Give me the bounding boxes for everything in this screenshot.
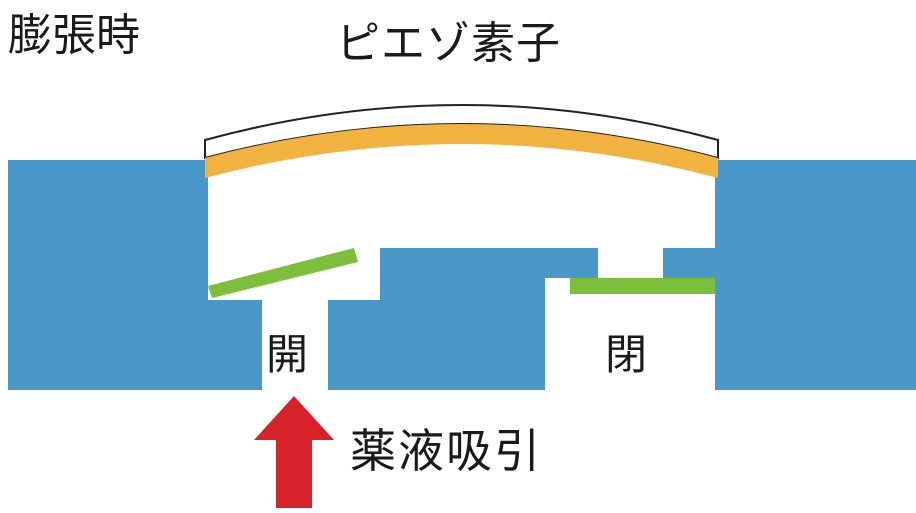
arrow-up-icon xyxy=(254,396,334,508)
inlet-valve-flap xyxy=(208,248,358,298)
outlet-valve-flap xyxy=(570,278,715,294)
outlet-valve-label: 閉 xyxy=(605,330,648,379)
piezo-label: ピエゾ素子 xyxy=(336,18,561,69)
piezo-layer xyxy=(205,124,718,178)
pump-body xyxy=(8,160,916,390)
state-label: 膨張時 xyxy=(8,10,140,61)
flow-label: 薬液吸引 xyxy=(350,424,542,478)
inlet-valve-label: 開 xyxy=(266,330,309,379)
